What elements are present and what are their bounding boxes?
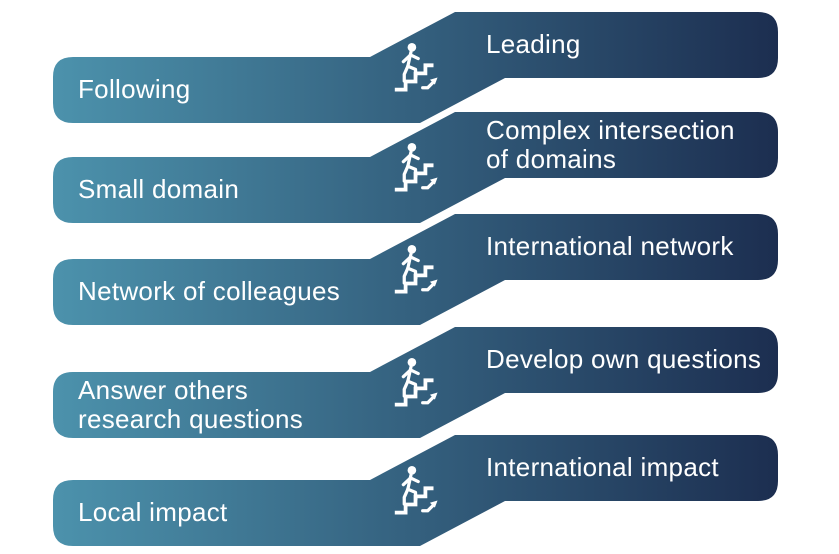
ribbon-row-4	[53, 327, 778, 438]
ribbon-row-1	[53, 12, 778, 123]
ribbon-row-5	[53, 435, 778, 546]
ribbon-row-2	[53, 112, 778, 223]
ribbon-row-3	[53, 214, 778, 325]
